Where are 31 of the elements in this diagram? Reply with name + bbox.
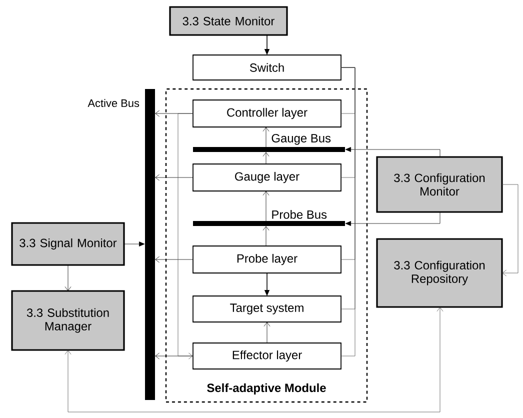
arrow: [262, 191, 270, 222]
component-box: 3.3 Signal Monitor: [11, 222, 125, 266]
arrow: [502, 184, 518, 276]
layer-box: Probe layer: [192, 246, 342, 274]
component-box: 3.3 Substitution Manager: [11, 290, 125, 351]
connector-line: [340, 67, 356, 356]
arrow: [345, 147, 440, 158]
layer-box: Switch: [192, 54, 342, 80]
arrow: [155, 256, 194, 263]
component-box: 3.3 Configuration Repository: [376, 238, 503, 308]
layer-box: Gauge layer: [192, 164, 342, 192]
node-label: Gauge Bus: [272, 134, 331, 145]
arrow: [345, 212, 440, 226]
layer-box: Target system: [192, 296, 342, 322]
node-label: Probe Bus: [272, 210, 327, 219]
arrow: [264, 322, 270, 344]
arrow: [64, 264, 72, 291]
node-label: Active Bus: [88, 98, 140, 108]
arrow: [262, 226, 270, 246]
arrow: [64, 307, 444, 412]
layer-box: Effector layer: [192, 342, 342, 370]
arrow: [262, 127, 270, 148]
arrow: [262, 152, 270, 164]
arrow: [155, 174, 194, 181]
bus-bar: Gauge Bus: [193, 134, 345, 152]
bus-bar: Probe Bus: [193, 210, 345, 226]
component-box: 3.3 State Monitor: [169, 6, 288, 36]
arrow: [124, 242, 145, 246]
layer-box: Controller layer: [192, 100, 342, 128]
arrow: [178, 113, 194, 360]
component-box: 3.3 Configuration Monitor: [376, 156, 503, 213]
